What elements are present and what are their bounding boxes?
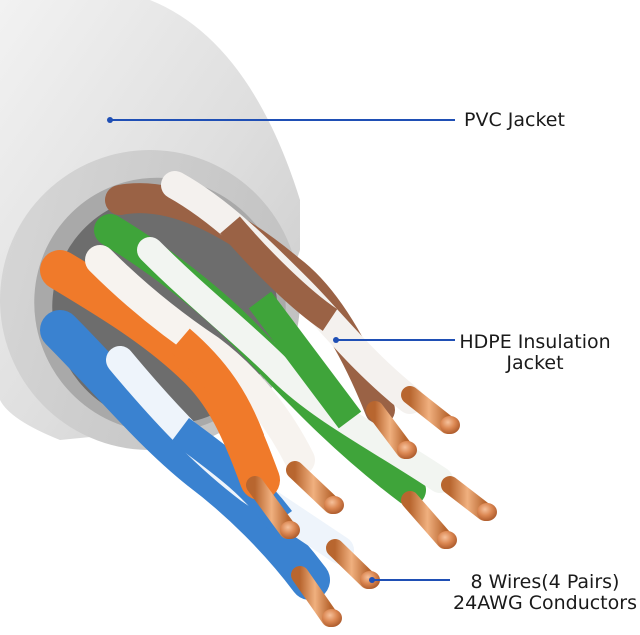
conductor-6 [286, 461, 344, 514]
hdpe-label-line2: Jacket [506, 352, 564, 374]
conductor-4 [441, 476, 497, 521]
brown-pair [105, 171, 424, 425]
conductor-5 [246, 476, 300, 539]
conductor-2 [401, 386, 460, 434]
conductors-label-line2: 24AWG Conductors [453, 592, 637, 614]
conductors-label: 8 Wires(4 Pairs) 24AWG Conductors [450, 572, 640, 614]
green-pair [94, 214, 453, 506]
pvc-jacket-label: PVC Jacket [464, 110, 565, 131]
hdpe-leader-line [333, 337, 455, 343]
conductor-1 [366, 401, 417, 459]
hdpe-insulation-label: HDPE Insulation Jacket [456, 332, 614, 374]
hdpe-label-line1: HDPE Insulation [459, 331, 611, 353]
conductors-label-line1: 8 Wires(4 Pairs) [470, 571, 620, 593]
conductor-7 [291, 566, 342, 627]
conductor-3 [401, 491, 457, 549]
copper-conductors [246, 386, 497, 627]
orange-pair [40, 245, 315, 500]
conductor-8 [326, 539, 380, 589]
leader-lines [107, 117, 455, 583]
pvc-jacket-label-text: PVC Jacket [464, 109, 565, 131]
wires-leader-line [369, 577, 450, 583]
pvc-leader-line [107, 117, 455, 123]
